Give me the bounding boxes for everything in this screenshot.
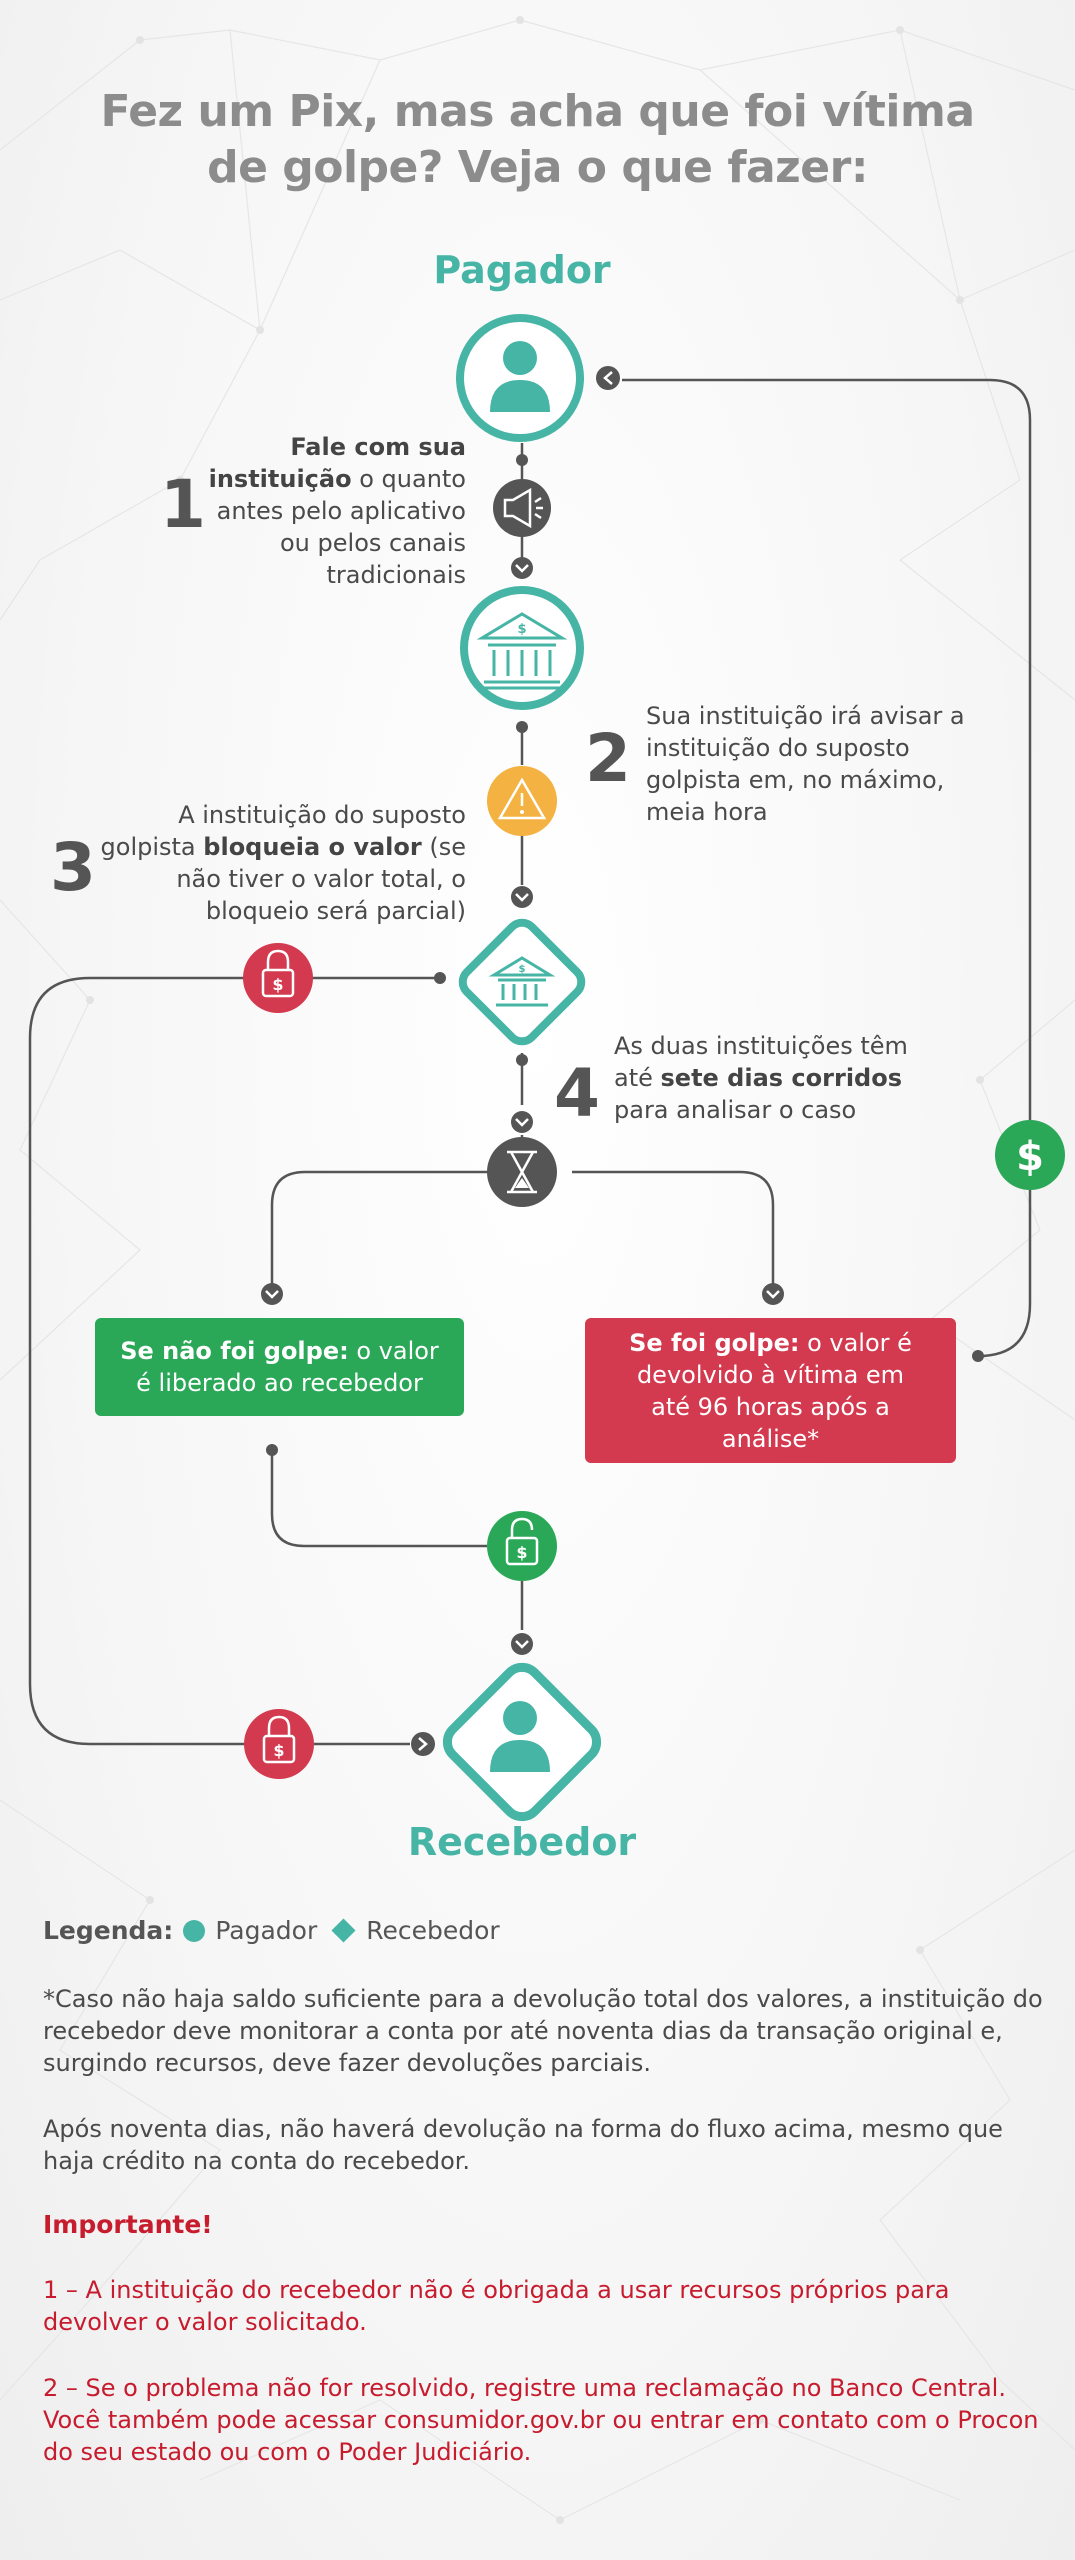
important-item-2: 2 – Se o problema não for resolvido, reg… xyxy=(43,2374,1039,2466)
recebedor-institution-node: $ xyxy=(458,918,586,1046)
refund-node: $ xyxy=(995,1120,1065,1190)
step-number-1: 1 xyxy=(160,466,206,543)
chevron-down-icon xyxy=(261,557,784,1655)
released-value-node: $ xyxy=(487,1511,557,1581)
footnote: *Caso não haja saldo suficiente para a d… xyxy=(43,1985,1043,2077)
legend-pagador: Pagador xyxy=(215,1916,318,1945)
warning-icon xyxy=(497,777,547,820)
lock-icon xyxy=(261,949,295,998)
step-number-4: 4 xyxy=(554,1055,600,1132)
recebedor-node xyxy=(442,1662,602,1822)
after-ninety-days-note: Após noventa dias, não haverá devolução … xyxy=(43,2115,1003,2175)
hourglass-icon xyxy=(507,1150,537,1194)
step-3-description: A instituição do suposto golpista bloque… xyxy=(100,801,466,925)
pagador-node xyxy=(456,314,584,442)
unlock-icon xyxy=(505,1517,539,1566)
svg-text:$: $ xyxy=(516,1543,527,1562)
blocked-value-node-bottom: $ xyxy=(244,1709,314,1779)
bank-icon xyxy=(488,956,556,1007)
step-4-description: As duas instituições têm até sete dias c… xyxy=(614,1032,908,1124)
megaphone-node xyxy=(493,479,551,537)
legend: Legenda: Pagador Recebedor xyxy=(43,1916,500,1945)
pagador-institution-node: $ xyxy=(460,586,584,710)
svg-text:$: $ xyxy=(519,964,526,975)
dollar-icon: $ xyxy=(1016,1134,1044,1180)
bank-icon xyxy=(476,612,568,690)
chevron-left-icon xyxy=(596,366,620,390)
person-icon xyxy=(490,341,550,412)
important-item-1: 1 – A instituição do recebedor não é obr… xyxy=(43,2276,950,2336)
person-icon xyxy=(490,1701,550,1772)
legend-recebedor: Recebedor xyxy=(366,1916,500,1945)
outcome-not-scam-box: Se não foi golpe: o valor é liberado ao … xyxy=(95,1318,464,1416)
step-number-3: 3 xyxy=(50,829,96,906)
recebedor-label: Recebedor xyxy=(407,1820,637,1864)
megaphone-icon xyxy=(503,487,543,529)
diamond-legend-icon xyxy=(331,1918,356,1943)
step-number-2: 2 xyxy=(585,720,631,797)
svg-text:$: $ xyxy=(272,975,283,994)
page-title: Fez um Pix, mas acha que foi vítima de g… xyxy=(100,86,975,193)
blocked-value-node: $ xyxy=(243,943,313,1013)
step-2-description: Sua instituição irá avisar a instituição… xyxy=(646,702,965,826)
outcome-scam-box: Se foi golpe: o valor é devolvido à víti… xyxy=(585,1318,956,1463)
lock-icon xyxy=(262,1715,296,1764)
warning-node xyxy=(487,766,557,836)
legend-label: Legenda: xyxy=(43,1916,174,1945)
svg-text:$: $ xyxy=(273,1741,284,1760)
chevron-right-icon xyxy=(411,1732,435,1756)
svg-text:$: $ xyxy=(517,622,526,637)
analysis-node xyxy=(487,1137,557,1207)
pagador-label: Pagador xyxy=(433,248,611,292)
important-heading: Importante! xyxy=(43,2210,213,2239)
step-1-description: Fale com sua instituição o quanto antes … xyxy=(208,433,466,589)
circle-legend-icon xyxy=(183,1919,206,1942)
